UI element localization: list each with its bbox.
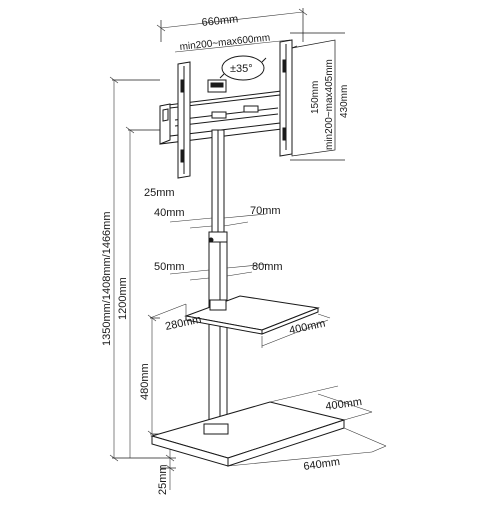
label-swivel: ±35° <box>230 63 253 75</box>
guide-lines <box>112 8 345 459</box>
column <box>208 129 228 435</box>
vesa-mount-plate <box>159 39 336 179</box>
label-mount-range: min200~max600mm <box>179 33 271 53</box>
column-lower-dims <box>169 263 269 281</box>
shelf-dimension-lines <box>149 303 331 348</box>
label-upper-width: 70mm <box>250 205 281 217</box>
label-base-width: 640mm <box>303 456 341 473</box>
label-overall-height: 1200mm <box>117 277 129 320</box>
mount-width-dimension <box>156 8 308 53</box>
label-mount-width: 660mm <box>201 13 239 29</box>
label-column-offset: 25mm <box>144 187 175 199</box>
label-shelf-height: 480mm <box>139 363 151 400</box>
swivel-indicator <box>219 55 267 81</box>
label-mount-height: 430mm <box>339 85 350 118</box>
vertical-dimension-lines <box>109 76 175 490</box>
label-lower-width: 80mm <box>252 261 283 273</box>
label-upper-depth: 40mm <box>154 207 185 219</box>
label-base-depth: 400mm <box>325 396 363 413</box>
glass-shelf <box>184 295 320 335</box>
label-shelf-depth: 280mm <box>164 314 202 333</box>
label-base-thickness: 25mm <box>157 464 169 495</box>
label-lower-depth: 50mm <box>154 261 185 273</box>
base-thickness-lines <box>160 457 176 469</box>
label-vesa-v-min: 150mm <box>310 81 321 114</box>
label-total-heights: 1350mm/1408mm/1466mm <box>101 211 113 346</box>
base-dimension-lines <box>227 385 387 467</box>
label-vesa-v-range: min200~max405mm <box>324 59 335 150</box>
column-upper-dims <box>169 213 267 229</box>
base-plate <box>150 401 346 467</box>
